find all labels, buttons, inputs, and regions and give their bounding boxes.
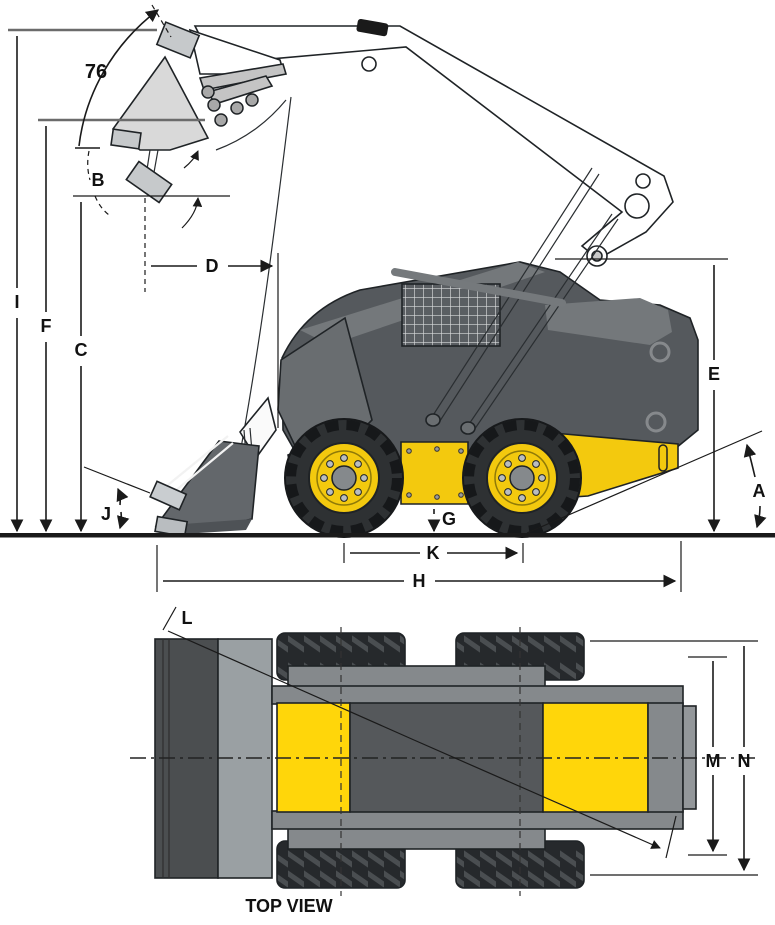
rear-hub xyxy=(509,465,535,491)
dim-l-tick-top xyxy=(162,606,177,631)
raised-bucket xyxy=(110,21,288,204)
rear-wheel xyxy=(462,418,582,538)
cylinder-end-cap-1 xyxy=(425,413,441,427)
dim-j-line xyxy=(83,466,151,494)
dim-m-label: M xyxy=(706,751,721,771)
dim-j-arc-top xyxy=(116,487,129,506)
bucket-arc-curve xyxy=(215,99,287,151)
lowered-bucket xyxy=(149,396,277,538)
rear-arm-highlight xyxy=(545,298,672,345)
dump-angle-label: 76 xyxy=(85,61,107,83)
dim-b-arc xyxy=(87,150,110,216)
bucket-spill-guard xyxy=(155,21,201,59)
cab-mesh-screen xyxy=(401,283,501,347)
bucket-back-plate xyxy=(111,55,210,151)
departure-line xyxy=(526,430,763,534)
top-view: L M N TOP VIEW xyxy=(130,606,758,916)
boom-elbow-pin-small xyxy=(635,173,651,189)
front-wheel xyxy=(284,418,404,538)
panel-bolts xyxy=(406,446,464,500)
side-view-dimensions: 76 B I F C D E A J G xyxy=(8,4,767,592)
cab-cross-rod xyxy=(391,268,566,307)
axle-bar-top xyxy=(287,665,546,689)
ground-line xyxy=(0,533,775,538)
dim-j-label: J xyxy=(101,504,111,524)
lowered-bucket-tooth xyxy=(149,480,188,511)
dump-angle-arc xyxy=(78,9,160,147)
dim-l-label: L xyxy=(182,608,193,628)
rear-boss-upper xyxy=(649,341,671,363)
dim-d-label: D xyxy=(206,256,219,276)
bucket-lower-link xyxy=(125,160,173,204)
dim-a-label: A xyxy=(753,481,766,501)
boom-handle xyxy=(356,18,389,37)
boom-hole xyxy=(361,56,377,72)
rear-boss-lower xyxy=(645,411,667,433)
hydraulic-cylinders xyxy=(391,167,619,435)
front-hub xyxy=(331,465,357,491)
ext-lines-n xyxy=(590,640,758,876)
dim-g-label: G xyxy=(442,509,456,529)
bucket-link-bar-1 xyxy=(198,63,288,91)
bucket-rotate-arc-2 xyxy=(181,197,203,229)
dim-f-label: F xyxy=(41,316,52,336)
side-view xyxy=(0,18,775,538)
bucket-tooth xyxy=(110,128,142,150)
cylinder-end-cap-2 xyxy=(460,421,476,435)
dim-l-diagonal xyxy=(167,630,660,848)
dim-e-label: E xyxy=(708,364,720,384)
rear-panel-slot xyxy=(658,444,668,472)
dim-i-label: I xyxy=(14,292,19,312)
boom-elbow-pin xyxy=(624,193,650,219)
lift-cylinder xyxy=(464,213,619,434)
top-view-caption: TOP VIEW xyxy=(245,896,332,916)
dim-a-arc-top xyxy=(743,443,757,478)
bucket-rotate-arc-1 xyxy=(183,150,199,169)
body-rail-top xyxy=(271,685,684,705)
linkage-pins xyxy=(201,85,259,127)
axle-bar-bottom xyxy=(287,826,546,850)
dim-n-label: N xyxy=(738,751,751,771)
body-rail-bottom xyxy=(271,810,684,830)
dim-c-label: C xyxy=(75,340,88,360)
dim-k-label: K xyxy=(427,543,440,563)
wheels xyxy=(284,418,582,538)
bucket-edge-dashed xyxy=(151,4,172,38)
dim-j-arc-bottom xyxy=(117,511,130,530)
dim-a-arc-bottom xyxy=(754,505,767,529)
dim-b-label: B xyxy=(92,170,105,190)
dim-h-label: H xyxy=(413,571,426,591)
